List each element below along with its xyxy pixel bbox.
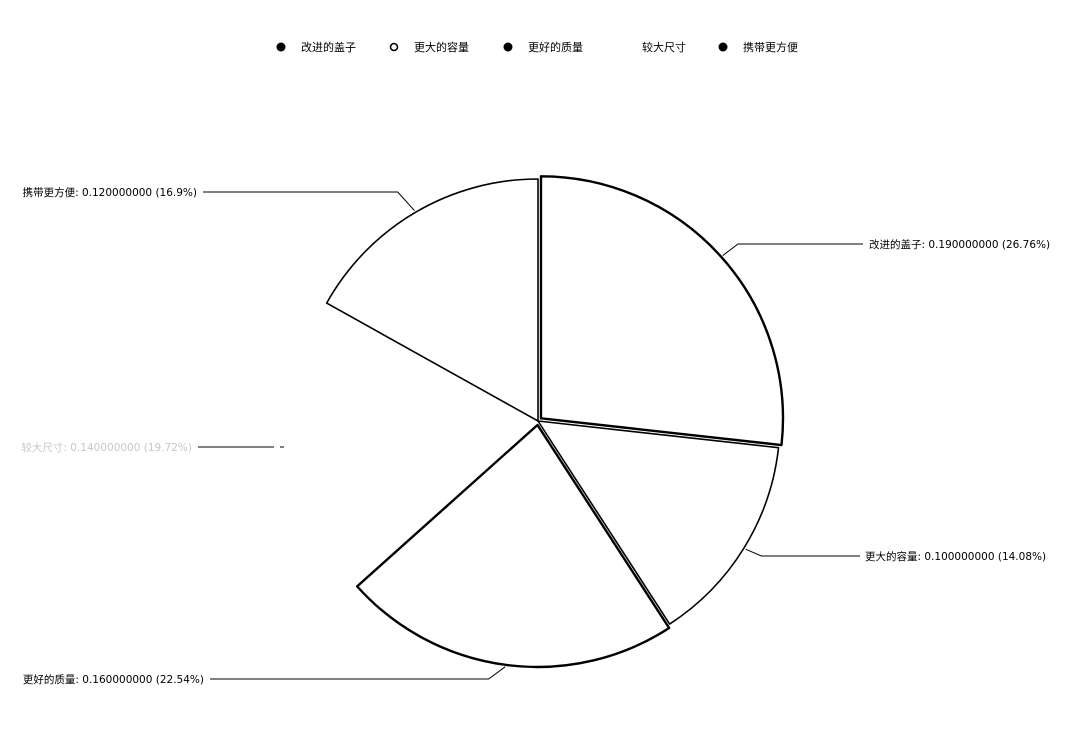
leader-line [203, 191, 415, 211]
slice-5[interactable] [325, 178, 539, 422]
slice-wedge[interactable] [325, 178, 539, 422]
slice-wedge[interactable] [355, 423, 671, 669]
slice-labels: 改进的盖子: 0.190000000 (26.76%) 更大的容量: 0.1000… [21, 186, 1050, 686]
legend-item-4[interactable]: 较大尺寸 [642, 40, 686, 54]
leader-line [745, 548, 860, 557]
legend-item-5[interactable]: 携带更方便 [718, 40, 799, 54]
legend-marker [718, 42, 728, 52]
legend-item-3[interactable]: 更好的质量 [503, 40, 584, 54]
legend-item-2[interactable]: 更大的容量 [389, 40, 470, 54]
legend-marker [503, 42, 513, 52]
pie-slices [325, 175, 785, 669]
legend-label: 较大尺寸 [642, 40, 686, 54]
legend-marker [389, 42, 399, 52]
slice-label-text: 较大尺寸: 0.140000000 (19.72%) [21, 441, 192, 454]
leader-line [722, 243, 863, 256]
slice-wedge[interactable] [537, 420, 780, 625]
slice-3[interactable] [355, 423, 671, 669]
slice-wedge[interactable] [539, 175, 785, 447]
legend-label: 更大的容量 [414, 40, 469, 54]
slice-label-text: 改进的盖子: 0.190000000 (26.76%) [869, 238, 1050, 251]
slice-label-text: 更大的容量: 0.100000000 (14.08%) [865, 550, 1046, 563]
slice-label-1: 改进的盖子: 0.190000000 (26.76%) [722, 238, 1050, 256]
slice-2[interactable] [537, 420, 780, 625]
slice-label-2: 更大的容量: 0.100000000 (14.08%) [745, 548, 1046, 563]
leader-line [210, 666, 506, 680]
legend-item-1[interactable]: 改进的盖子 [276, 40, 357, 54]
legend-label: 携带更方便 [743, 40, 798, 54]
slice-1[interactable] [539, 175, 785, 447]
slice-label-3: 更好的质量: 0.160000000 (22.54%) [23, 666, 506, 686]
slice-label-text: 携带更方便: 0.120000000 (16.9%) [23, 186, 197, 199]
legend-label: 更好的质量 [528, 40, 583, 54]
legend-label: 改进的盖子 [301, 40, 356, 54]
slice-label-text: 更好的质量: 0.160000000 (22.54%) [23, 673, 204, 686]
slice-label-5: 携带更方便: 0.120000000 (16.9%) [23, 186, 415, 211]
legend-marker [276, 42, 286, 52]
legend: 改进的盖子 更大的容量 更好的质量 较大尺寸 携带更方便 [276, 40, 799, 54]
slice-label-4: 较大尺寸: 0.140000000 (19.72%) [21, 441, 284, 454]
